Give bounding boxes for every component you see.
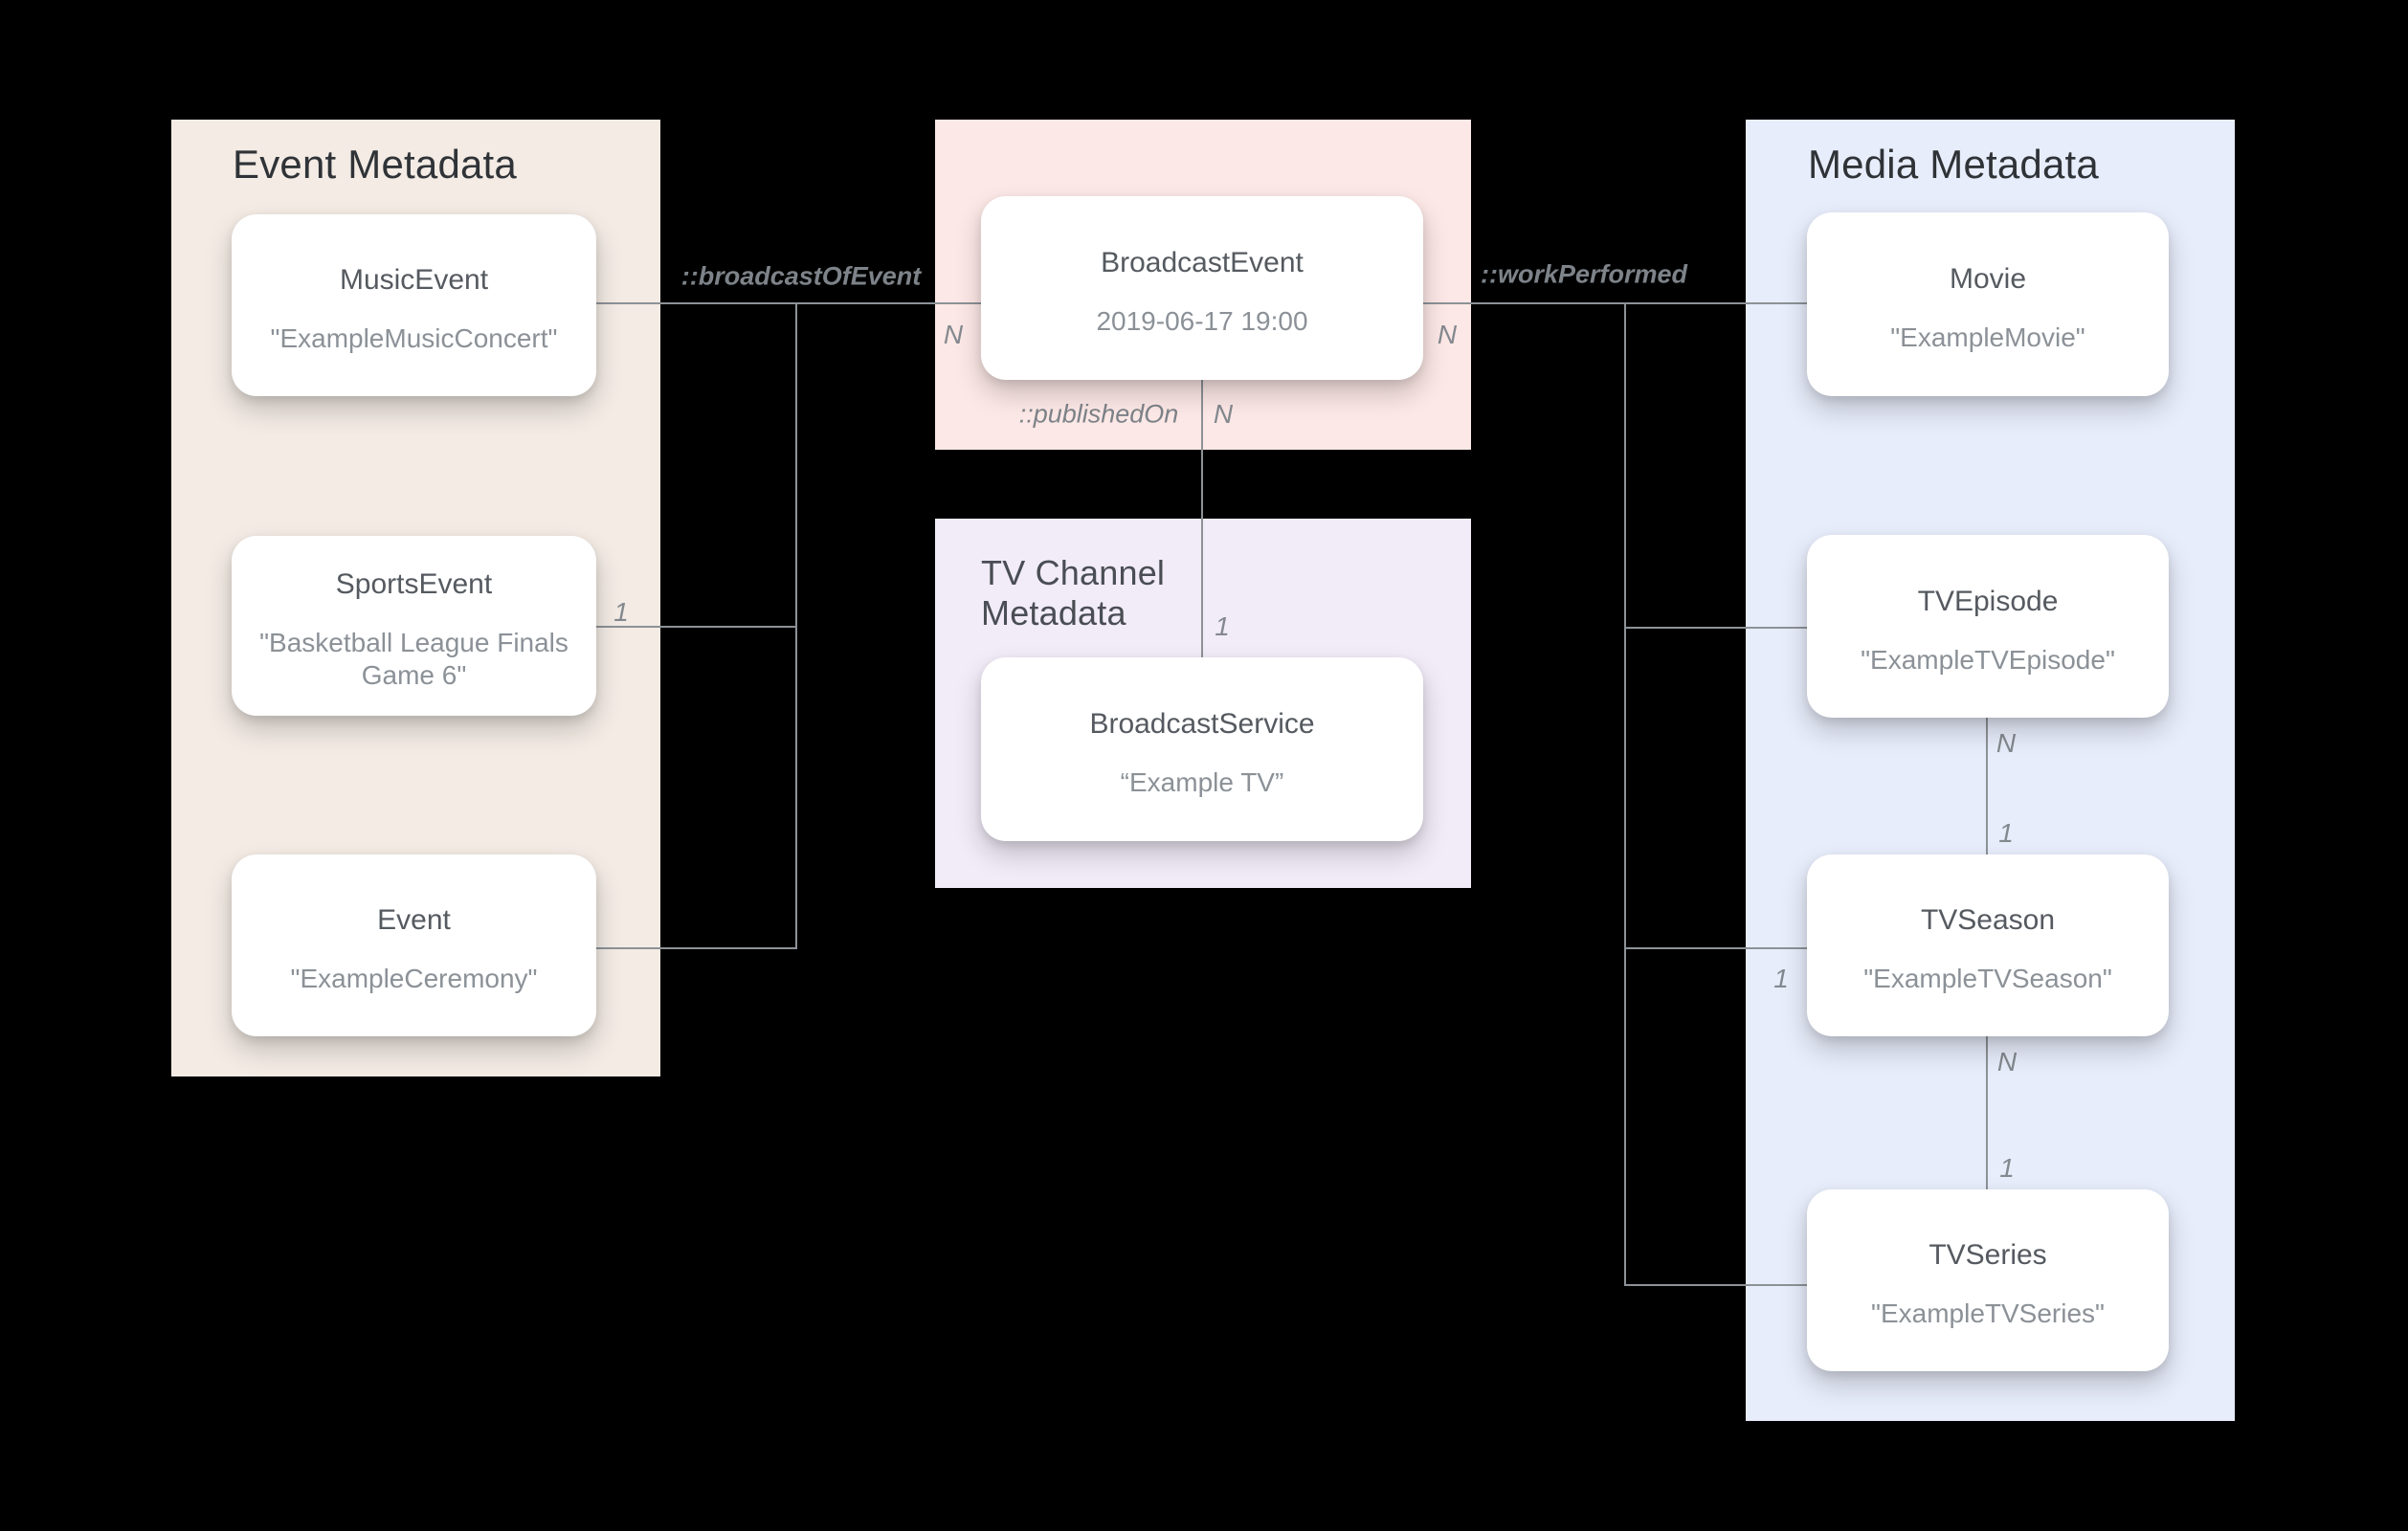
cardinality-n-work-performed: N <box>1437 320 1458 349</box>
connector-episode-season <box>1986 718 1988 854</box>
cardinality-1-season-series: 1 <box>1999 1153 2015 1183</box>
connector-broadcast-of-event <box>596 302 981 304</box>
cardinality-1-broadcast-service: 1 <box>1215 611 1230 641</box>
connector-work-performed <box>1423 302 1807 304</box>
node-title: Event <box>377 904 451 936</box>
node-subtitle: "ExampleCeremony" <box>290 964 538 993</box>
label-broadcast-of-event: ::broadcastOfEvent <box>680 261 922 291</box>
cardinality-n-season-series: N <box>1996 1047 2018 1076</box>
panel-title-tv-channel-metadata: TV Channel Metadata <box>981 553 1166 632</box>
node-subtitle: "ExampleTVSeason" <box>1863 964 2112 993</box>
node-title: MusicEvent <box>339 264 489 296</box>
cardinality-n-episode-season: N <box>1996 728 2017 758</box>
node-subtitle: "ExampleTVSeries" <box>1871 1298 2105 1328</box>
node-tv-series: TVSeries "ExampleTVSeries" <box>1807 1189 2169 1371</box>
node-sports-event: SportsEvent "Basketball League Finals Ga… <box>232 536 596 716</box>
node-broadcast-event: BroadcastEvent 2019-06-17 19:00 <box>981 196 1423 380</box>
label-published-on: ::publishedOn <box>1018 399 1179 429</box>
node-title: TVSeason <box>1920 904 2056 936</box>
panel-title-event-metadata: Event Metadata <box>233 142 517 187</box>
node-subtitle: "ExampleMovie" <box>1890 322 2085 352</box>
connector-series-branch <box>1624 1284 1807 1286</box>
connector-season-series <box>1986 1036 1988 1189</box>
node-title: Movie <box>1949 263 2027 295</box>
node-title: BroadcastEvent <box>1101 247 1304 278</box>
node-subtitle: "ExampleMusicConcert" <box>270 323 558 353</box>
cardinality-n-broadcast-of-event: N <box>943 320 964 349</box>
connector-event-branch <box>596 947 797 949</box>
connector-published-on <box>1201 380 1203 657</box>
node-title: TVEpisode <box>1917 585 2059 617</box>
connector-sports-branch <box>596 626 797 628</box>
node-event: Event "ExampleCeremony" <box>232 854 596 1036</box>
node-title: SportsEvent <box>335 568 493 600</box>
node-title: BroadcastService <box>1089 708 1315 740</box>
panel-title-media-metadata: Media Metadata <box>1808 142 2099 187</box>
node-tv-episode: TVEpisode "ExampleTVEpisode" <box>1807 535 2169 718</box>
connector-episode-branch <box>1624 627 1807 629</box>
node-music-event: MusicEvent "ExampleMusicConcert" <box>232 214 596 396</box>
node-subtitle: 2019-06-17 19:00 <box>1096 306 1308 336</box>
connector-season-branch <box>1624 947 1807 949</box>
cardinality-1-episode-season: 1 <box>1998 818 2014 848</box>
node-subtitle: "Basketball League Finals Game 6" <box>259 628 569 690</box>
node-broadcast-service: BroadcastService “Example TV” <box>981 657 1423 841</box>
node-title: TVSeries <box>1929 1239 2047 1271</box>
connector-right-trunk <box>1624 302 1626 1286</box>
node-tv-season: TVSeason "ExampleTVSeason" <box>1807 854 2169 1036</box>
node-subtitle: “Example TV” <box>1120 767 1284 797</box>
cardinality-1-sports-event: 1 <box>613 597 629 627</box>
node-movie: Movie "ExampleMovie" <box>1807 212 2169 396</box>
node-subtitle: "ExampleTVEpisode" <box>1861 644 2115 675</box>
cardinality-n-published-on: N <box>1213 399 1234 429</box>
label-work-performed: ::workPerformed <box>1480 259 1688 289</box>
cardinality-1-tv-season: 1 <box>1773 964 1789 993</box>
